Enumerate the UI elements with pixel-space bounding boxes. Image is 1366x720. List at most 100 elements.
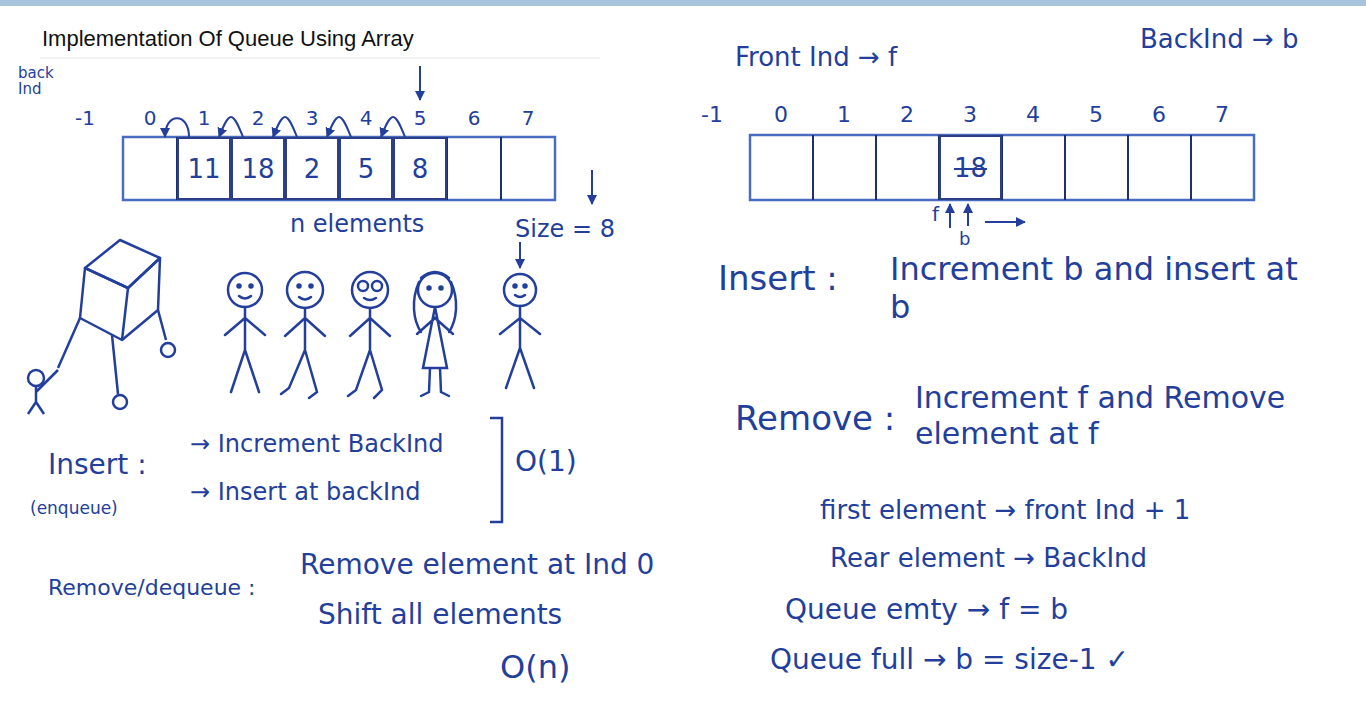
person-figure [428, 287, 431, 290]
cell-value: 8 [412, 154, 429, 184]
person-figure [515, 295, 525, 297]
pointer-legend: BackInd → b [1140, 24, 1299, 55]
cell-value: 2 [304, 154, 321, 184]
cell-value: 11 [187, 154, 220, 184]
cart-drawing [80, 268, 128, 340]
operation-note: → Insert at backInd [190, 478, 421, 507]
array-cell: 18 [939, 135, 1002, 200]
index-number: 1 [198, 106, 211, 130]
pointer-legend: Front Ind → f [735, 42, 897, 73]
pointer-arrow [985, 221, 1025, 223]
operation-note: Increment b and insert at b [890, 250, 1320, 327]
shift-arrow [327, 117, 351, 137]
cart-drawing [58, 318, 80, 368]
size-note: n elements [290, 210, 424, 239]
cell-value: 5 [358, 154, 375, 184]
operation-note: Shift all elements [318, 598, 562, 632]
person-figure [287, 272, 323, 308]
person-figure [372, 281, 382, 291]
index-number: 6 [1152, 102, 1166, 128]
operation-note: (enqueue) [30, 498, 118, 518]
person-figure [225, 273, 265, 392]
person-figure [364, 298, 376, 300]
index-number: 3 [963, 102, 977, 128]
right-array [750, 135, 1254, 200]
pointer-arrow [419, 66, 421, 100]
top-bar [40, 58, 600, 59]
pointer-arrow [519, 242, 521, 268]
cart-drawing [113, 395, 127, 409]
index-number: 0 [144, 106, 157, 130]
cart-drawing [112, 335, 118, 394]
pointer-arrow [591, 170, 593, 204]
person-figure [225, 272, 540, 398]
person-figure [414, 272, 456, 332]
person-figure [440, 287, 443, 290]
pointer-legend: back Ind [18, 66, 58, 98]
index-number: 4 [360, 106, 373, 130]
person-figure [500, 274, 540, 388]
complexity-note: O(1) [515, 445, 577, 479]
complexity-bracket [490, 418, 502, 522]
index-number: 3 [306, 106, 319, 130]
index-number: 6 [468, 106, 481, 130]
person-figure [348, 272, 390, 398]
person-figure [281, 272, 325, 398]
pointer-arrow [165, 66, 1025, 268]
cart-drawing [28, 370, 44, 386]
left-array [177, 137, 501, 200]
cart-drawing [122, 258, 160, 340]
index-number: 7 [1215, 102, 1229, 128]
array-cell: 2 [285, 137, 339, 200]
operation-note: Queue full → b = size-1 ✓ [770, 643, 1129, 677]
shift-arrow [219, 117, 243, 137]
array-cell: 8 [393, 137, 447, 200]
person-figure [500, 306, 540, 388]
operation-note: → Increment BackInd [190, 430, 444, 459]
page-title: Implementation Of Queue Using Array [42, 26, 414, 52]
top-bar [0, 0, 1366, 6]
cart-drawing [85, 240, 160, 288]
person-figure [414, 272, 456, 396]
pointer-arrow [967, 204, 969, 226]
person-figure [524, 285, 527, 288]
person-figure [348, 308, 390, 398]
cart-drawing [28, 240, 175, 414]
person-figure [514, 285, 517, 288]
person-figure [225, 307, 265, 392]
right-array [813, 135, 1191, 200]
array-cell: 5 [339, 137, 393, 200]
shift-arrow [381, 117, 405, 137]
array-cell: 11 [177, 137, 231, 200]
index-number: 2 [900, 102, 914, 128]
person-figure [228, 273, 262, 307]
index-number: -1 [701, 102, 723, 128]
operation-note: Insert : [48, 448, 147, 482]
cart-drawing [28, 370, 58, 414]
operation-note: Rear element → BackInd [830, 543, 1147, 574]
person-figure [417, 307, 453, 396]
person-figure [352, 272, 388, 308]
operation-note: Insert : [718, 258, 838, 299]
index-number: 7 [522, 106, 535, 130]
top-bar [0, 0, 1366, 58]
complexity-bracket [490, 418, 502, 522]
index-number: -1 [75, 106, 95, 130]
pointer-arrow [165, 118, 189, 137]
right-array [750, 135, 1254, 200]
cell-value: 18 [241, 154, 274, 184]
person-figure [281, 308, 325, 398]
person-figure [238, 285, 241, 288]
operation-note: Increment f and Remove element at f [915, 380, 1335, 452]
person-figure [299, 297, 311, 300]
person-figure [418, 273, 452, 307]
cell-value: 18 [954, 153, 987, 183]
pointer-label: f [932, 202, 939, 226]
array-cell: 18 [231, 137, 285, 200]
operation-note: Remove element at Ind 0 [300, 548, 654, 582]
person-figure [358, 281, 368, 291]
pointer-arrow [949, 204, 951, 228]
complexity-note: O(n) [500, 648, 570, 686]
cart-drawing [161, 343, 175, 357]
